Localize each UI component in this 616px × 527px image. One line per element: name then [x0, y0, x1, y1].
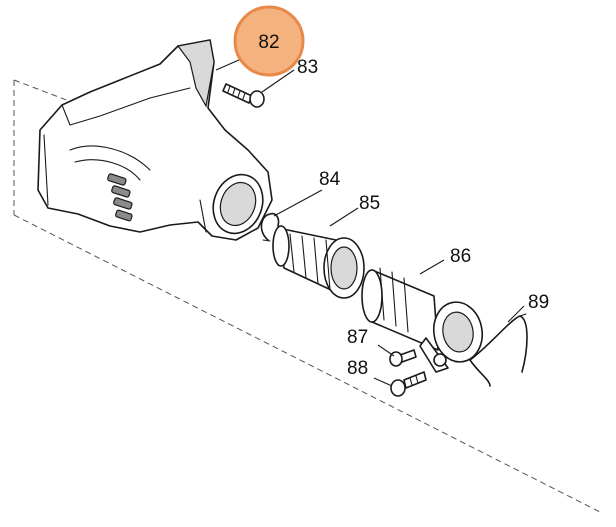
leader-84: [273, 189, 323, 217]
spring-clip-part-89[interactable]: [469, 313, 528, 387]
part-number-87[interactable]: 87: [347, 327, 368, 348]
leader-86: [419, 259, 445, 275]
sleeve-part-85[interactable]: [272, 225, 365, 299]
part-number-88[interactable]: 88: [347, 358, 368, 379]
screw-part-83[interactable]: [222, 83, 265, 108]
housing-vent-slots: [107, 173, 133, 222]
part-number-89[interactable]: 89: [528, 292, 549, 313]
clamp-part-86[interactable]: [361, 267, 487, 373]
part-number-85[interactable]: 85: [359, 193, 380, 214]
screw-part-87[interactable]: [389, 349, 417, 367]
leader-85: [329, 207, 359, 227]
part-number-86[interactable]: 86: [450, 246, 471, 267]
part-number-83[interactable]: 83: [297, 57, 318, 78]
leader-87: [377, 344, 395, 357]
leader-88: [373, 377, 393, 387]
part-number-82[interactable]: 82: [258, 32, 279, 53]
part-number-84[interactable]: 84: [319, 169, 341, 190]
highlight-callout-82[interactable]: [233, 5, 305, 77]
housing-part-82[interactable]: [37, 39, 273, 241]
leader-lines: [215, 55, 525, 387]
screw-part-88[interactable]: [390, 371, 427, 397]
leader-89: [507, 305, 525, 323]
leader-83: [261, 69, 295, 93]
circlip-part-84[interactable]: [260, 212, 280, 242]
